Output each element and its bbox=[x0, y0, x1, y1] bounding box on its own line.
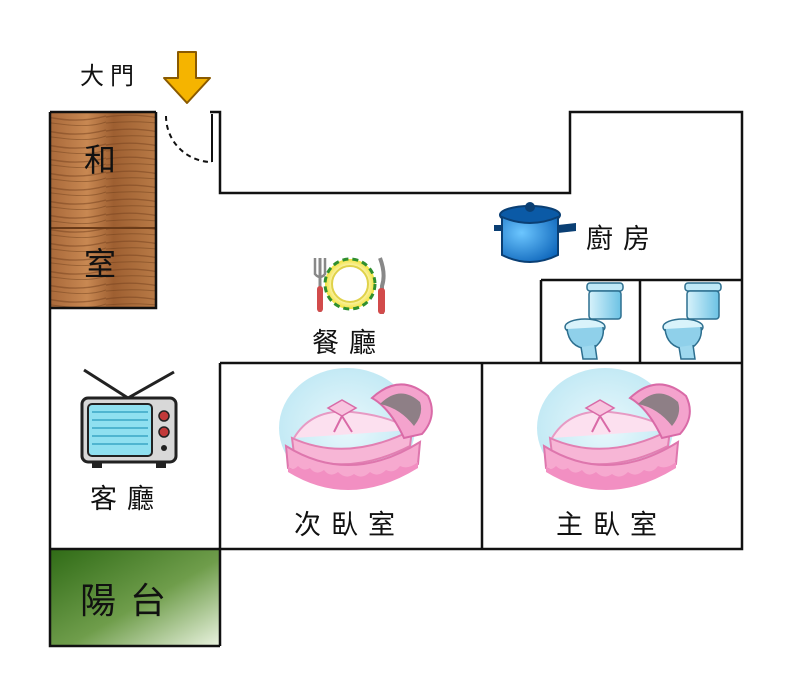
balcony-room bbox=[50, 549, 220, 646]
living-room-label: 客廳 bbox=[90, 484, 164, 515]
baby-cradle-icon bbox=[536, 367, 691, 492]
second-bedroom-label: 次臥室 bbox=[294, 510, 405, 541]
cooking-pot-icon bbox=[494, 202, 576, 263]
entrance-label: 大門 bbox=[80, 62, 140, 90]
toilet-icon bbox=[662, 282, 722, 360]
walls bbox=[48, 110, 744, 648]
washitsu-wood-grain bbox=[50, 112, 156, 308]
kitchen-label: 廚房 bbox=[586, 224, 660, 255]
master-bedroom-label: 主臥室 bbox=[556, 510, 667, 541]
entrance-arrow-icon bbox=[163, 51, 211, 104]
balcony-label: 陽台 bbox=[80, 581, 181, 622]
door-swing bbox=[165, 114, 213, 163]
washitsu-label-top: 和 bbox=[84, 141, 117, 179]
dining-label: 餐廳 bbox=[312, 328, 386, 359]
television-icon bbox=[80, 368, 178, 468]
toilet-icon bbox=[564, 282, 624, 360]
baby-cradle-icon bbox=[278, 367, 433, 492]
washitsu-label-bottom: 室 bbox=[84, 245, 117, 283]
plate-fork-knife-icon bbox=[313, 257, 386, 314]
